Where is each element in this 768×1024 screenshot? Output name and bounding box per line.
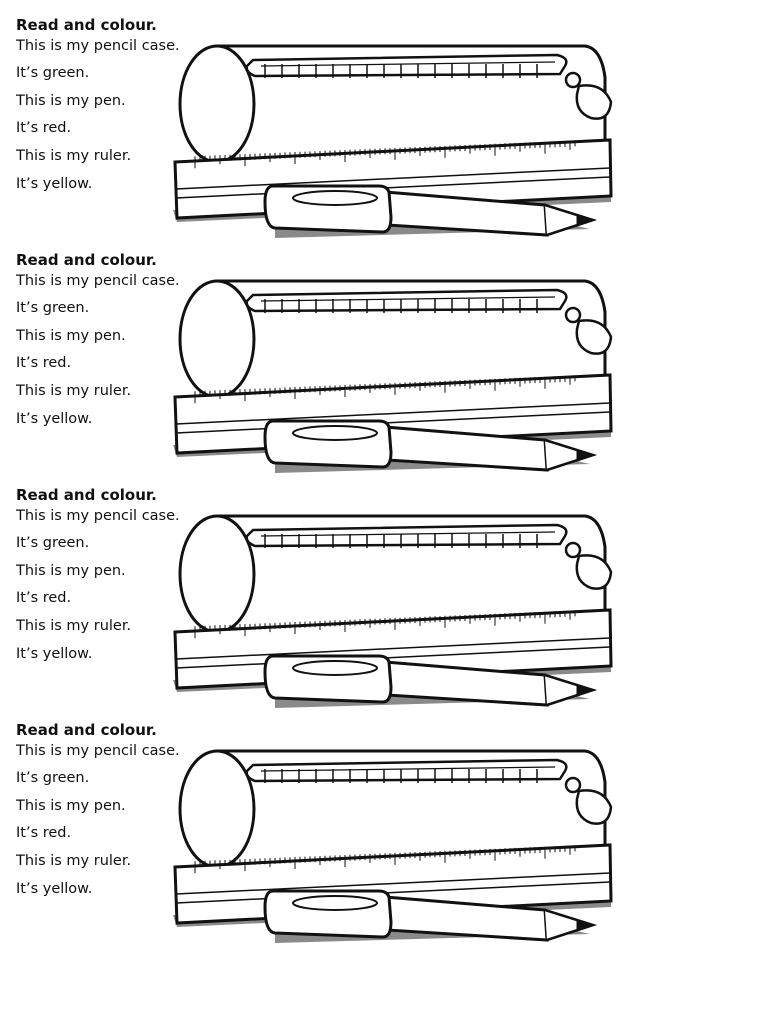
exercise-heading: Read and colour. (16, 721, 157, 739)
sentence-yellow: It’s yellow. (16, 176, 93, 192)
pencil-case (178, 514, 613, 634)
sentence-ruler: This is my ruler. (16, 383, 132, 399)
colouring-illustration[interactable] (165, 727, 620, 952)
pen (263, 184, 598, 237)
colouring-illustration[interactable] (165, 22, 620, 247)
pencil-case-illustration (173, 749, 613, 943)
sentence-yellow: It’s yellow. (16, 411, 93, 427)
sentence-red: It’s red. (16, 825, 72, 841)
colouring-illustration[interactable] (165, 492, 620, 717)
sentence-ruler: This is my ruler. (16, 618, 132, 634)
exercise-3: Read and colour. This is my pencil case.… (0, 482, 768, 717)
sentence-green: It’s green. (16, 535, 90, 551)
sentence-red: It’s red. (16, 590, 72, 606)
sentence-pencil-case: This is my pencil case. (16, 508, 180, 524)
sentence-ruler: This is my ruler. (16, 853, 132, 869)
sentence-pencil-case: This is my pencil case. (16, 743, 180, 759)
sentence-pen: This is my pen. (16, 93, 126, 109)
sentence-pen: This is my pen. (16, 563, 126, 579)
exercise-heading: Read and colour. (16, 486, 157, 504)
exercise-heading: Read and colour. (16, 251, 157, 269)
sentence-pen: This is my pen. (16, 328, 126, 344)
pencil-case (178, 749, 613, 869)
sentence-green: It’s green. (16, 770, 90, 786)
exercise-4: Read and colour. This is my pencil case.… (0, 717, 768, 952)
exercise-heading: Read and colour. (16, 16, 157, 34)
sentence-red: It’s red. (16, 120, 72, 136)
exercise-1: Read and colour. This is my pencil case.… (0, 12, 768, 247)
sentence-ruler: This is my ruler. (16, 148, 132, 164)
sentence-yellow: It’s yellow. (16, 646, 93, 662)
exercise-2: Read and colour. This is my pencil case.… (0, 247, 768, 482)
sentence-yellow: It’s yellow. (16, 881, 93, 897)
sentence-red: It’s red. (16, 355, 72, 371)
sentence-green: It’s green. (16, 300, 90, 316)
pen (263, 654, 598, 707)
pencil-case (178, 44, 613, 164)
sentence-pencil-case: This is my pencil case. (16, 38, 180, 54)
pencil-case-illustration (173, 279, 613, 473)
pen (263, 889, 598, 942)
pencil-case-illustration (173, 44, 613, 238)
pen (263, 419, 598, 472)
pencil-case-illustration (173, 514, 613, 708)
sentence-pen: This is my pen. (16, 798, 126, 814)
colouring-illustration[interactable] (165, 257, 620, 482)
sentence-pencil-case: This is my pencil case. (16, 273, 180, 289)
pencil-case (178, 279, 613, 399)
sentence-green: It’s green. (16, 65, 90, 81)
